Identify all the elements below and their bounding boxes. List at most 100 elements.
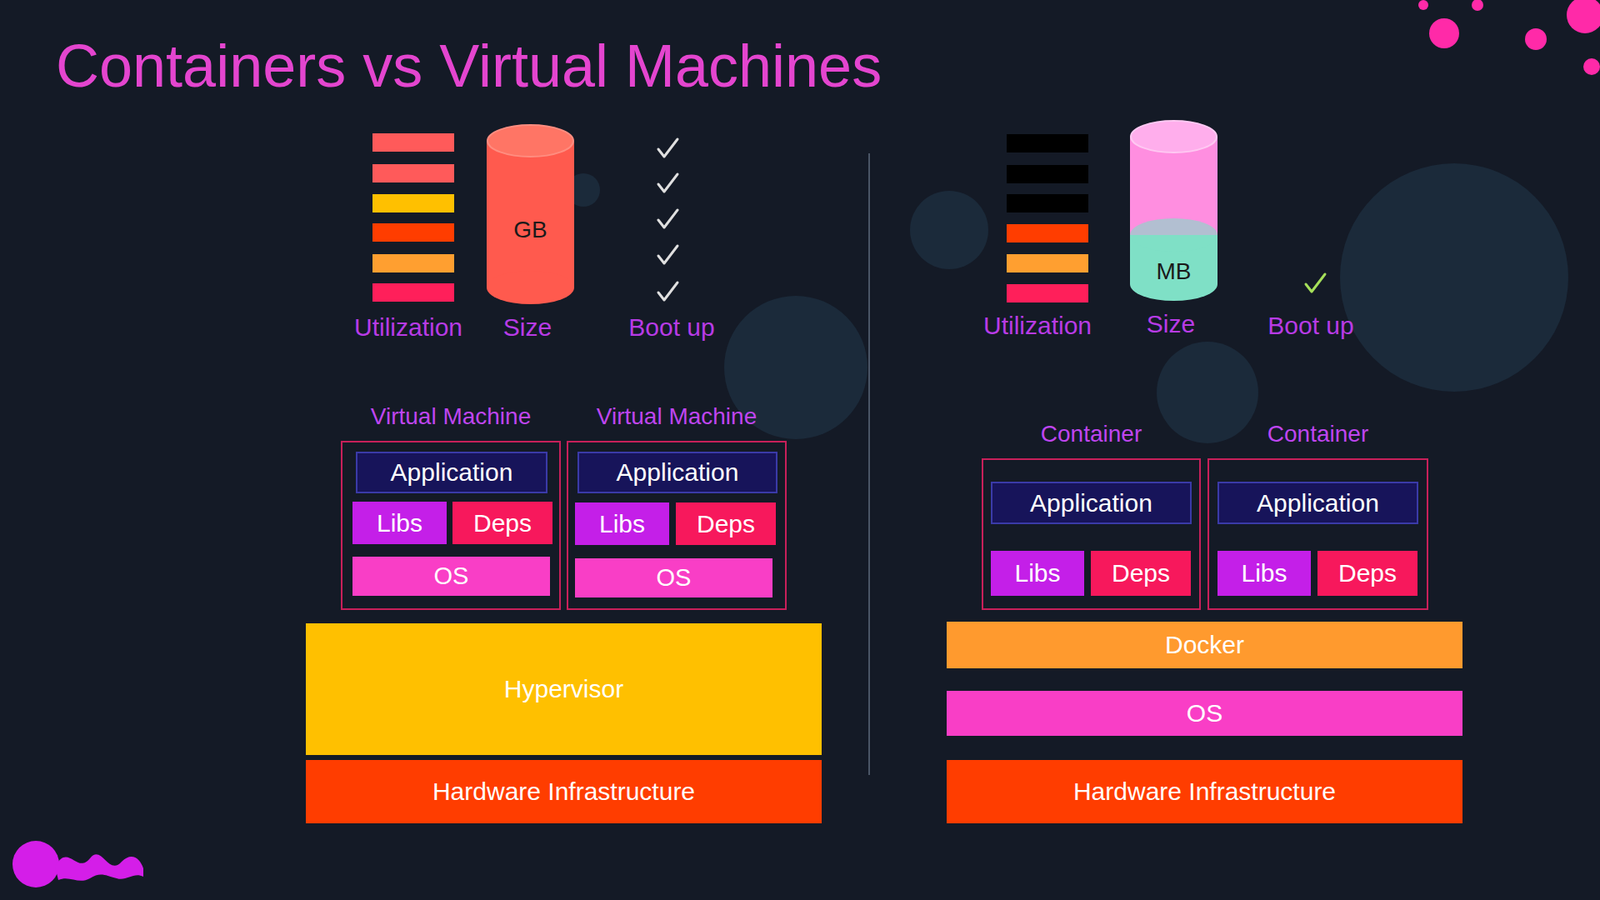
metric-label: Utilization (354, 313, 463, 342)
libs-box: Libs (575, 502, 670, 545)
docker-band: Docker (946, 621, 1463, 669)
bar (372, 133, 455, 152)
metric-label: Boot up (628, 313, 715, 342)
box-label: Application (1030, 489, 1153, 518)
application-box: Application (355, 451, 548, 494)
size-cylinder: MB (1130, 120, 1218, 301)
divider-line (868, 153, 870, 775)
os-box: OS (575, 558, 773, 598)
bar (1006, 194, 1089, 213)
check-mark (658, 174, 678, 192)
hardware-band: Hardware Infrastructure (305, 760, 822, 824)
deps-box: Deps (1317, 550, 1418, 596)
logo-blob (12, 840, 144, 888)
box-label: Libs (376, 509, 423, 538)
hypervisor-band: Hypervisor (305, 623, 822, 755)
box-label: Application (616, 458, 740, 487)
boot-checks-vm (658, 139, 678, 300)
cylinder-body (486, 140, 575, 288)
os-band: OS (946, 690, 1463, 736)
bar (1006, 254, 1089, 273)
box-heading: Container (1040, 420, 1142, 448)
box-heading: Virtual Machine (596, 403, 757, 430)
check-mark (658, 139, 678, 157)
box-label: Libs (1014, 559, 1060, 588)
check-mark (658, 282, 678, 300)
check-mark (1305, 274, 1325, 292)
deps-box: Deps (675, 502, 776, 545)
bg-circle (1340, 163, 1569, 392)
metric-label: Boot up (1267, 311, 1354, 340)
application-box: Application (577, 451, 778, 494)
application-box: Application (1217, 481, 1419, 525)
box-heading: Virtual Machine (370, 403, 531, 430)
hardware-band: Hardware Infrastructure (946, 760, 1463, 824)
bar (1006, 224, 1089, 243)
box-label: OS (656, 564, 692, 592)
background-circles (566, 163, 1569, 444)
vm-box: ApplicationLibsDepsOSVirtual Machine (340, 440, 561, 610)
logo-circle (12, 840, 60, 888)
box-label: Hypervisor (504, 675, 624, 704)
box-label: Application (1256, 489, 1380, 518)
box-label: Libs (599, 510, 645, 539)
libs-box: Libs (990, 550, 1085, 596)
container-box: ApplicationLibsDepsContainer (1207, 458, 1429, 610)
cylinder-bottom (486, 270, 575, 305)
deps-box: Deps (1090, 550, 1191, 596)
libs-box: Libs (352, 501, 447, 545)
cylinder-shape (486, 124, 575, 305)
dot (1418, 0, 1429, 10)
size-unit: MB (1156, 258, 1192, 285)
application-box: Application (990, 481, 1192, 525)
slide-title: Containers vs Virtual Machines (55, 31, 882, 100)
check-mark (658, 210, 678, 228)
dot (1566, 0, 1600, 34)
bar (1006, 134, 1089, 153)
metric-label: Utilization (983, 311, 1092, 340)
box-label: Application (390, 458, 514, 487)
bar (372, 254, 455, 273)
bar (1006, 284, 1089, 303)
dot (1429, 18, 1460, 49)
box-label: OS (434, 562, 470, 590)
bar (1006, 165, 1089, 184)
box-label: Deps (1111, 559, 1170, 588)
box-heading: Container (1267, 420, 1369, 448)
bg-circle (910, 190, 989, 270)
cylinder-body (1130, 136, 1218, 285)
check-mark (658, 245, 678, 264)
dot (1525, 28, 1547, 50)
bg-circle (1156, 341, 1259, 444)
dot (1583, 58, 1600, 75)
pink-dots (1418, 0, 1600, 75)
metric-label: Size (503, 313, 552, 342)
utilization-bars-vm (372, 133, 455, 302)
box-label: Hardware Infrastructure (432, 777, 695, 806)
cylinder-top (487, 125, 574, 157)
dot (1471, 0, 1484, 11)
cylinder-fill-top (1130, 218, 1218, 252)
box-label: Hardware Infrastructure (1073, 777, 1336, 806)
bar (372, 283, 455, 302)
size-cylinder: GB (486, 124, 575, 305)
box-label: Deps (1338, 559, 1397, 588)
bar (372, 223, 455, 242)
box-label: Docker (1165, 630, 1245, 660)
bar (372, 164, 455, 183)
os-box: OS (352, 556, 550, 596)
cylinder-top (1130, 120, 1217, 153)
deps-box: Deps (452, 501, 553, 545)
container-box: ApplicationLibsDepsContainer (981, 458, 1201, 610)
bar (372, 194, 455, 213)
box-label: Deps (473, 509, 532, 538)
utilization-bars-container (1006, 134, 1089, 303)
box-label: Libs (1240, 559, 1287, 588)
metric-label: Size (1146, 310, 1195, 339)
logo-wave (55, 854, 144, 881)
box-label: OS (1186, 699, 1223, 728)
vm-box: ApplicationLibsDepsOSVirtual Machine (566, 440, 787, 610)
size-unit: GB (513, 216, 547, 244)
libs-box: Libs (1217, 550, 1311, 596)
